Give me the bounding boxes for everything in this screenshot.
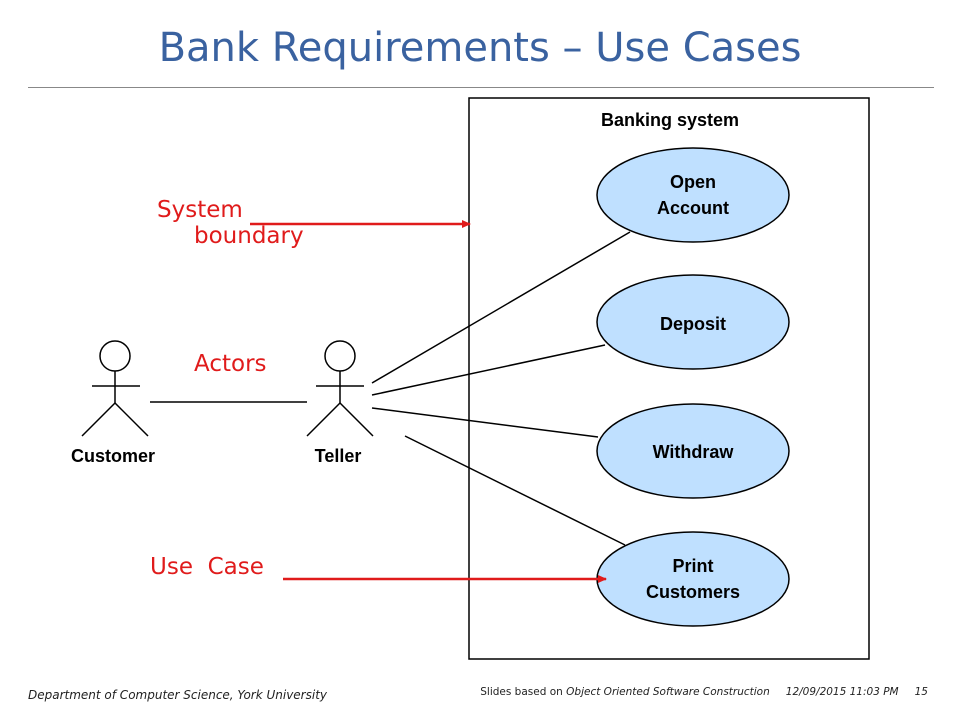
use-case-label-line2: Customers	[646, 582, 740, 602]
use-case-print-customers[interactable]: Print Customers	[596, 531, 790, 627]
use-case-label: Deposit	[660, 314, 726, 334]
use-case-deposit[interactable]: Deposit	[596, 274, 790, 370]
annotation-use-case: Use Case	[150, 554, 264, 580]
footer-timestamp: 12/09/2015 11:03 PM	[785, 686, 899, 698]
use-case-withdraw[interactable]: Withdraw	[596, 403, 790, 499]
footer-info: Slides based on Object Oriented Software…	[480, 686, 928, 698]
association-line-open-account	[371, 231, 631, 384]
use-case-open-account[interactable]: Open Account	[596, 147, 790, 243]
footer-book-title: Object Oriented Software Construction	[566, 686, 770, 698]
footer-page-number: 15	[914, 686, 928, 698]
use-case-label-line1: Open	[670, 172, 716, 192]
association-line-deposit	[371, 344, 606, 396]
use-case-ellipse	[596, 147, 790, 243]
footer-slides-prefix: Slides based on	[480, 686, 567, 698]
use-case-ellipse	[596, 274, 790, 370]
slide-title: Bank Requirements – Use Cases	[158, 25, 802, 71]
use-case-label-line1: Print	[672, 556, 713, 576]
title-divider	[28, 87, 934, 88]
use-case-label-line2: Account	[657, 198, 729, 218]
actor-customer[interactable]: Customer	[71, 340, 155, 466]
actor-label: Customer	[71, 446, 155, 466]
annotation-system-boundary-line1: System	[157, 197, 243, 223]
association-line-withdraw	[371, 407, 599, 438]
actor-label: Teller	[315, 446, 362, 466]
actor-teller[interactable]: Teller	[306, 340, 374, 466]
annotation-actors: Actors	[194, 351, 267, 377]
use-case-ellipse	[596, 403, 790, 499]
association-line-print-customers	[404, 435, 626, 546]
use-case-label: Withdraw	[653, 442, 735, 462]
footer-department: Department of Computer Science, York Uni…	[28, 688, 328, 702]
system-boundary-title: Banking system	[601, 110, 739, 130]
stick-figure-icon	[81, 340, 149, 437]
use-case-ellipse	[596, 531, 790, 627]
stick-figure-icon	[306, 340, 374, 437]
annotation-system-boundary-line2: boundary	[194, 223, 304, 249]
